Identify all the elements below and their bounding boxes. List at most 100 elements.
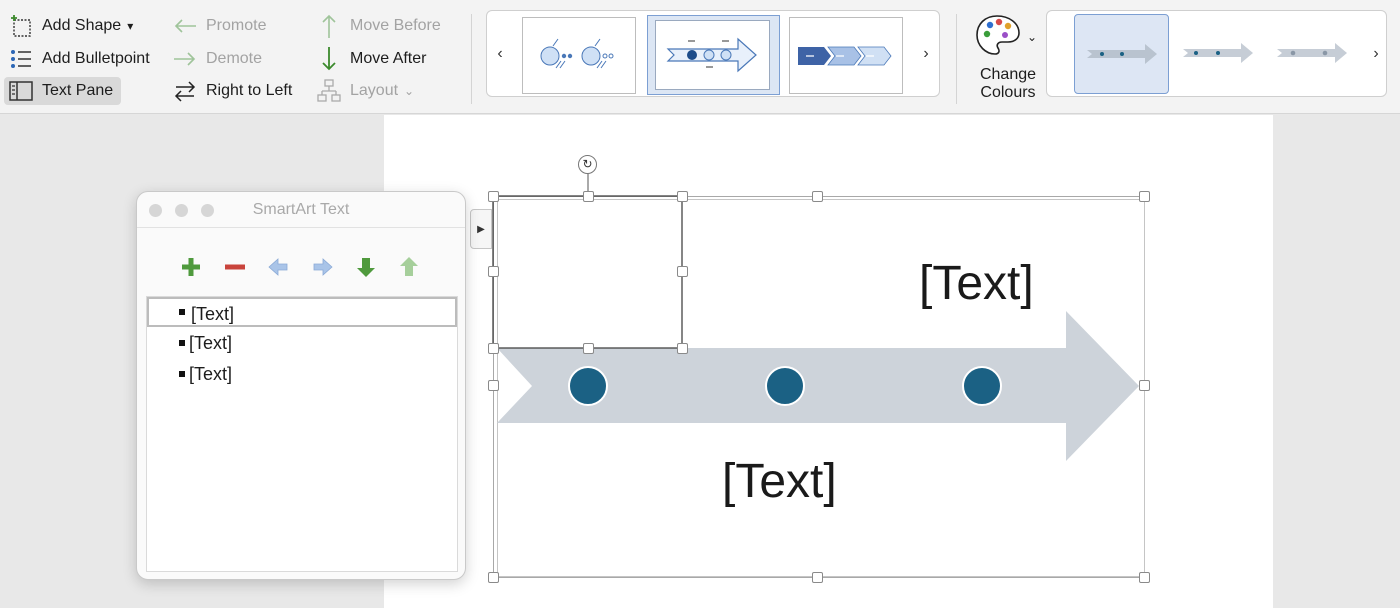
layout-gallery: ‹ [486, 10, 940, 97]
chevron-process-layout-icon [798, 46, 892, 66]
ribbon-divider [956, 14, 957, 104]
close-window-button[interactable] [149, 204, 162, 217]
smartart-canvas [497, 199, 1145, 577]
zoom-window-button[interactable] [201, 204, 214, 217]
resize-handle[interactable] [488, 380, 499, 391]
move-after-button[interactable]: Move After [316, 45, 426, 73]
resize-handle[interactable] [1139, 191, 1150, 202]
resize-handle[interactable] [677, 343, 688, 354]
pane-add-button[interactable] [177, 254, 205, 280]
layout-label: Layout [350, 82, 399, 99]
palette-icon [976, 15, 1020, 55]
arrow-up-icon [316, 13, 342, 39]
demote-button[interactable]: Demote [172, 45, 262, 73]
layout-thumb-arrow-timeline[interactable] [647, 15, 780, 95]
pane-move-up-button[interactable] [395, 254, 423, 280]
rotate-icon[interactable]: ↻ [578, 155, 597, 174]
arrow-left-icon [172, 13, 198, 39]
move-after-label: Move After [350, 50, 427, 67]
list-item-text[interactable]: [Text] [191, 304, 235, 324]
add-shape-button[interactable]: Add Shape ▾ [8, 12, 133, 40]
resize-handle[interactable] [488, 191, 499, 202]
smartart-text-pane: SmartArt Text [Text] [Text] [Text] [136, 191, 466, 580]
resize-handle[interactable] [583, 343, 594, 354]
move-before-label: Move Before [350, 17, 441, 34]
resize-handle[interactable] [812, 572, 823, 583]
minimize-window-button[interactable] [175, 204, 188, 217]
text-pane-button[interactable]: Text Pane [4, 77, 122, 105]
gallery-prev-icon[interactable]: ‹ [497, 45, 503, 62]
swap-arrows-icon [172, 78, 198, 104]
resize-handle[interactable] [488, 572, 499, 583]
arrow-right-icon [313, 258, 333, 276]
pane-move-down-button[interactable] [352, 254, 380, 280]
change-colours-label: Change Colours [979, 66, 1037, 101]
pane-text-list: [Text] [Text] [Text] [146, 296, 458, 572]
arrow-up-icon [400, 257, 418, 276]
text-pane-icon [8, 78, 34, 104]
bullet-marker [179, 371, 185, 377]
pane-title: SmartArt Text [137, 192, 465, 228]
list-item[interactable]: [Text] [147, 359, 457, 389]
chevron-down-icon[interactable]: ⌄ [1027, 30, 1038, 44]
bullet-list-icon [8, 46, 34, 72]
chevron-down-icon: ⌄ [404, 84, 415, 98]
move-before-button[interactable]: Move Before [316, 12, 441, 40]
arrow-down-icon [357, 258, 375, 277]
layout-button[interactable]: Layout ⌄ [316, 77, 414, 105]
style-gallery: › [1046, 10, 1387, 97]
add-shape-icon [8, 13, 34, 39]
pane-demote-button[interactable] [309, 254, 337, 280]
change-colours-button[interactable]: ⌄ Change Colours [968, 14, 1048, 102]
style-thumb-moderate[interactable] [1269, 14, 1353, 94]
text-pane-toggle[interactable]: ▶ [470, 209, 492, 249]
chevron-down-icon[interactable]: ▾ [127, 19, 134, 33]
circles-layout-icon [540, 38, 614, 69]
resize-handle[interactable] [1139, 572, 1150, 583]
promote-button[interactable]: Promote [172, 12, 266, 40]
style-gallery-next-icon[interactable]: › [1373, 45, 1379, 62]
minus-icon [225, 264, 245, 270]
org-chart-icon [316, 78, 342, 104]
right-to-left-button[interactable]: Right to Left [172, 77, 292, 105]
resize-handle[interactable] [1139, 380, 1150, 391]
list-item[interactable]: [Text] [147, 328, 457, 358]
plus-icon [182, 258, 200, 276]
smartart-label-top[interactable]: [Text] [919, 257, 1034, 310]
triangle-right-icon: ▶ [477, 223, 485, 235]
resize-handle[interactable] [583, 191, 594, 202]
bullet-marker [179, 340, 185, 346]
layout-thumb-circles[interactable] [522, 17, 636, 94]
style-thumb-flat[interactable] [1074, 14, 1169, 94]
right-to-left-label: Right to Left [206, 82, 293, 99]
add-shape-label: Add Shape [42, 17, 122, 34]
smartart-label-bottom[interactable]: [Text] [722, 455, 837, 508]
ribbon-divider [471, 14, 472, 104]
list-item[interactable]: [Text] [147, 297, 457, 327]
pane-remove-button[interactable] [221, 254, 249, 280]
arrow-left-icon [268, 258, 288, 276]
resize-handle[interactable] [677, 191, 688, 202]
arrow-down-icon [316, 46, 342, 72]
resize-handle[interactable] [812, 191, 823, 202]
bullet-marker [179, 309, 185, 315]
arrow-right-icon [172, 46, 198, 72]
style-thumb-subtle[interactable] [1175, 14, 1259, 94]
demote-label: Demote [206, 50, 263, 67]
text-pane-label: Text Pane [42, 82, 114, 99]
arrow-timeline-layout-icon [666, 37, 757, 73]
list-item-text[interactable]: [Text] [189, 333, 233, 353]
arrow-style-flat-icon [1087, 44, 1157, 64]
list-item-text[interactable]: [Text] [189, 364, 233, 384]
pane-promote-button[interactable] [264, 254, 292, 280]
add-bulletpoint-label: Add Bulletpoint [42, 50, 150, 67]
resize-handle[interactable] [488, 343, 499, 354]
layout-thumb-chevrons[interactable] [789, 17, 903, 94]
resize-handle[interactable] [677, 266, 688, 277]
resize-handle[interactable] [488, 266, 499, 277]
add-bulletpoint-button[interactable]: Add Bulletpoint [8, 45, 150, 73]
arrow-style-moderate-icon [1277, 43, 1347, 63]
gallery-next-icon[interactable]: › [923, 45, 929, 62]
arrow-style-subtle-icon [1183, 43, 1253, 63]
smartart-ribbon: Add Shape ▾ Add Bulletpoint Text Pane Pr… [0, 0, 1400, 114]
